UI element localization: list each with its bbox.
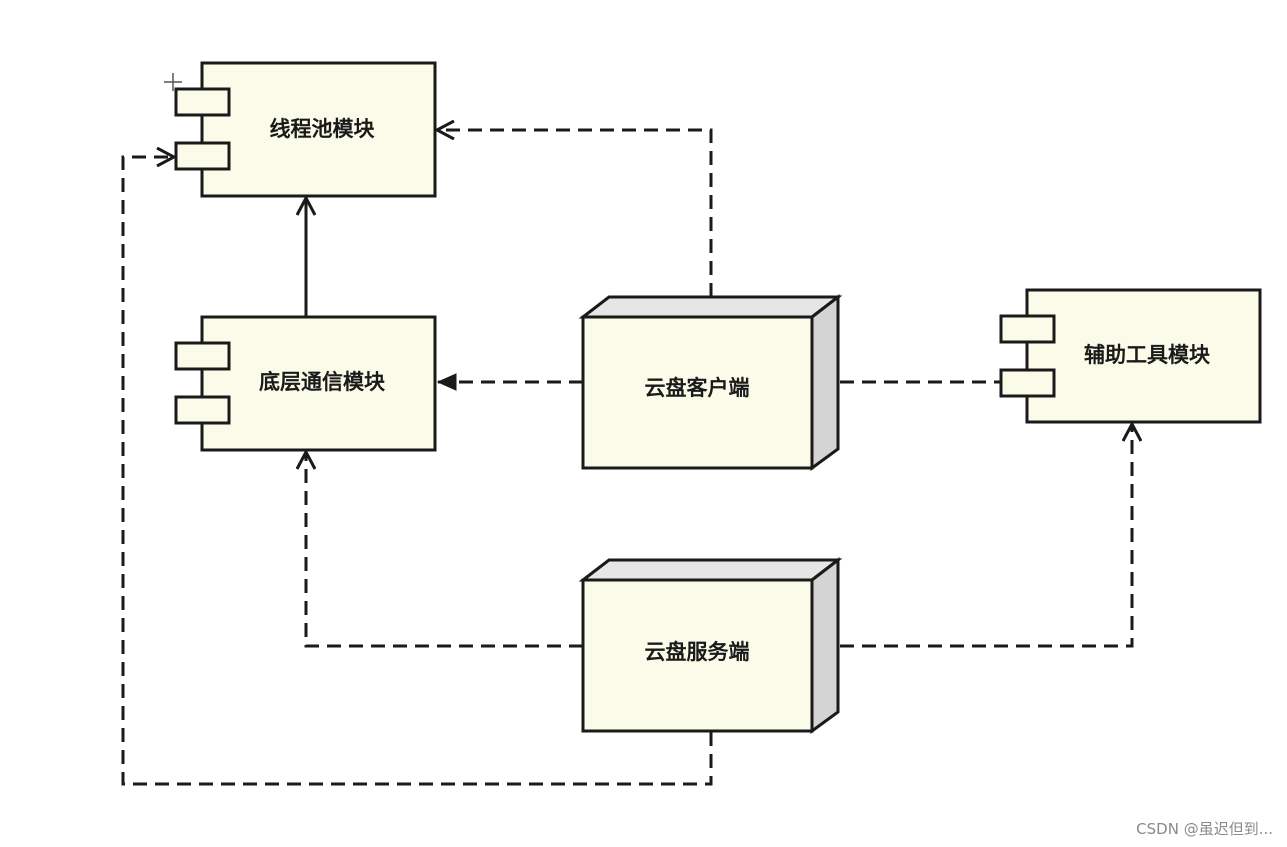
component-port-icon — [999, 314, 1056, 344]
thread-pool-component[interactable]: 线程池模块 — [174, 61, 437, 198]
component-port-icon — [174, 395, 231, 425]
client-label: 云盘客户端 — [645, 376, 750, 400]
node-top-face — [578, 295, 843, 319]
node-side-face — [810, 293, 840, 471]
connectors — [121, 130, 1132, 786]
watermark: CSDN @虽迟但到... — [1136, 820, 1273, 838]
crosshair-cursor-icon — [164, 73, 182, 91]
comm-component[interactable]: 底层通信模块 — [174, 315, 437, 452]
client-node[interactable]: 云盘客户端 — [578, 293, 843, 471]
server-to-utility-dependency — [840, 424, 1132, 648]
node-top-face — [578, 558, 843, 582]
thread-pool-label: 线程池模块 — [270, 117, 376, 141]
client-to-thread-pool-dependency — [437, 130, 713, 297]
node-side-face — [810, 556, 840, 734]
server-to-comm-dependency — [306, 452, 583, 648]
utility-label: 辅助工具模块 — [1084, 343, 1211, 367]
component-port-icon — [999, 368, 1056, 398]
server-label: 云盘服务端 — [645, 640, 750, 664]
utility-component[interactable]: 辅助工具模块 — [999, 288, 1262, 424]
component-port-icon — [174, 141, 231, 171]
server-to-thread-pool-dependency — [121, 157, 713, 786]
component-port-icon — [174, 87, 231, 117]
comm-label: 底层通信模块 — [259, 370, 386, 394]
component-port-icon — [174, 341, 231, 371]
server-node[interactable]: 云盘服务端 — [578, 556, 843, 734]
